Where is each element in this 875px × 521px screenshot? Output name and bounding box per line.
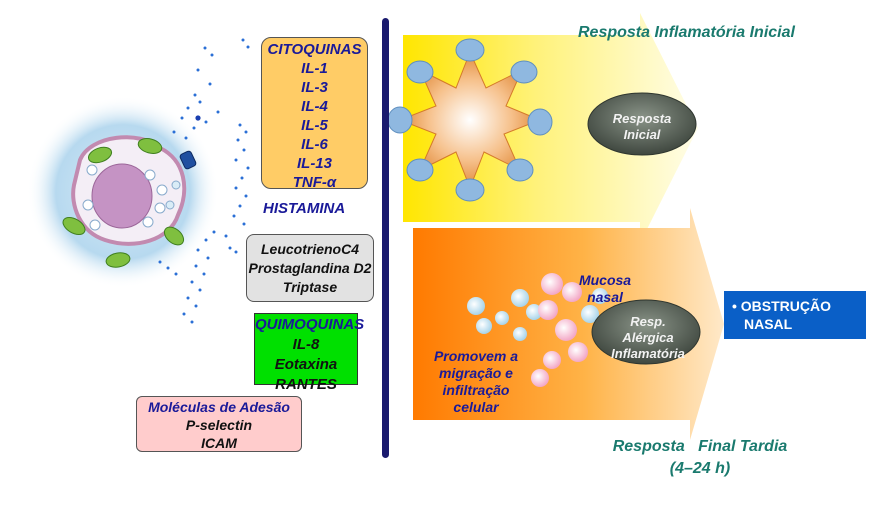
adhesion-item: P-selectin [185, 417, 253, 433]
cytokines-box: CITOQUINAS IL-1 IL-3 IL-4 IL-5 IL-6 IL-1… [261, 37, 368, 191]
lipid-mediator-item: LeucotrienoC4 [260, 241, 359, 257]
chemokine-item: RANTES [275, 376, 337, 393]
mediator-particles [158, 38, 250, 324]
cytokine-item: TNF-α [292, 174, 337, 191]
late-response-oval [591, 299, 701, 365]
mast-cell-illustration [27, 96, 219, 288]
adhesion-item: ICAM [201, 435, 237, 451]
lipid-mediators-box: LeucotrienoC4 Prostaglandina D2 Triptase [246, 234, 374, 302]
mucosa-line: nasal [587, 289, 623, 305]
cytokine-item: IL-3 [301, 79, 328, 96]
cytokine-item: IL-6 [301, 136, 328, 153]
bullet-icon: • [732, 298, 737, 314]
chemokines-box: QUIMOQUINAS IL-8 Eotaxina RANTES [254, 313, 365, 393]
oval-label-line: Resposta [612, 111, 672, 126]
migration-line: celular [453, 399, 499, 415]
migration-line: Promovem a [433, 348, 519, 364]
late-response-title: Resposta Final Tardia (4–24 h) [596, 436, 804, 480]
histamine-label: HISTAMINA [263, 200, 346, 217]
cell-migration-label: Promovem a migração e infiltração celula… [418, 348, 534, 416]
migration-line: infiltração [442, 382, 510, 398]
late-response-oval-label: Resp. Alérgica Inflamatória [596, 314, 700, 362]
obstruction-text: OBSTRUÇÃO [740, 298, 832, 314]
cytokine-item: IL-1 [301, 60, 328, 77]
cytokine-item: IL-13 [296, 155, 332, 172]
cytokines-title: CITOQUINAS [267, 41, 362, 58]
vertical-divider [382, 18, 389, 458]
late-title-line: Resposta Final Tardia [612, 438, 788, 455]
nasal-mucosa-label: Mucosa nasal [565, 272, 645, 306]
oval-label-line: Inicial [623, 127, 661, 142]
activated-cell-illustration [387, 38, 553, 202]
lipid-mediator-item: Prostaglandina D2 [248, 260, 372, 276]
early-response-title: Resposta Inflamatória Inicial [578, 24, 795, 41]
chemokine-item: IL-8 [292, 336, 320, 353]
infiltrating-cells-illustration [467, 273, 612, 387]
chemokines-title: QUIMOQUINAS [255, 316, 365, 333]
nasal-obstruction-box: • OBSTRUÇÃO NASAL [724, 291, 866, 339]
obstruction-line: NASAL [744, 316, 793, 332]
oval-label-line: Alérgica [622, 330, 674, 345]
adhesion-title: Moléculas de Adesão [148, 399, 290, 415]
early-response-oval-label: Resposta Inicial [590, 111, 694, 143]
early-response-oval [587, 92, 697, 156]
chemokine-item: Eotaxina [274, 356, 338, 373]
cytokine-item: IL-4 [301, 98, 328, 115]
oval-label-line: Inflamatória [611, 346, 685, 361]
mucosa-line: Mucosa [578, 272, 632, 288]
adhesion-molecules-box: Moléculas de Adesão P-selectin ICAM [136, 396, 302, 452]
obstruction-line: • OBSTRUÇÃO [732, 297, 866, 315]
migration-line: migração e [439, 365, 513, 381]
late-title-line: (4–24 h) [669, 460, 731, 477]
cytokine-item: IL-5 [301, 117, 328, 134]
oval-label-line: Resp. [630, 314, 666, 329]
lipid-mediator-item: Triptase [282, 279, 338, 295]
